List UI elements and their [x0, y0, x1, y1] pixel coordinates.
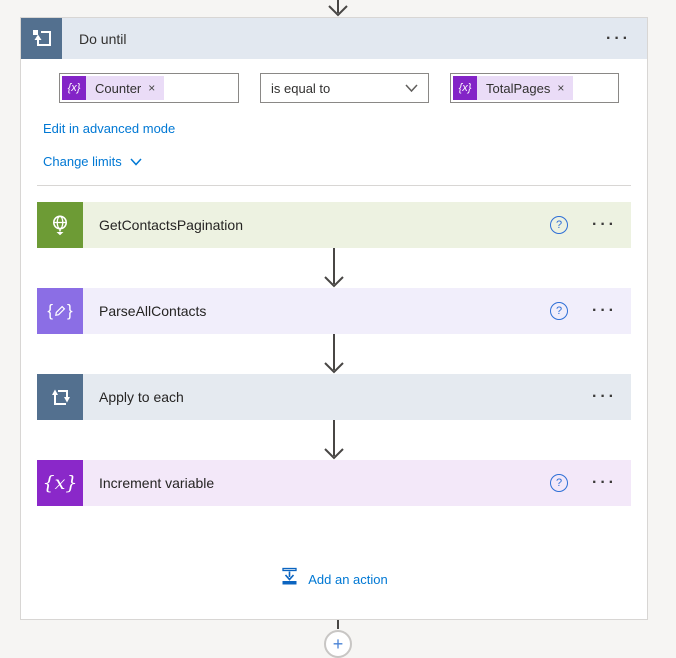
do-until-scope: Do until ··· {x} Counter × is equal to [20, 17, 648, 620]
token-remove-button[interactable]: × [148, 81, 155, 95]
action-card-increment-variable[interactable]: {x} Increment variable ? ··· [37, 460, 631, 506]
plus-icon: + [333, 634, 344, 655]
operator-select[interactable]: is equal to [260, 73, 429, 103]
scope-title: Do until [62, 18, 606, 59]
chevron-down-icon [130, 154, 142, 169]
totalpages-token: {x} TotalPages × [453, 76, 573, 100]
do-until-header[interactable]: Do until ··· [21, 18, 647, 59]
action-card-parseallcontacts[interactable]: { } ParseAllContacts ? ··· [37, 288, 631, 334]
connector-arrow [37, 420, 631, 460]
add-action-icon [280, 567, 299, 591]
incoming-connector-arrow [326, 0, 350, 17]
do-until-body: {x} Counter × is equal to [21, 59, 647, 590]
action-title: Apply to each [99, 389, 592, 405]
token-label: Counter [95, 81, 141, 96]
do-until-loop-icon [21, 18, 62, 59]
help-icon[interactable]: ? [550, 302, 568, 320]
change-limits-row: Change limits [43, 153, 631, 169]
operator-value: is equal to [271, 81, 405, 96]
ellipsis-menu[interactable]: ··· [592, 474, 617, 492]
token-label: TotalPages [486, 81, 550, 96]
add-an-action-button[interactable]: Add an action [37, 568, 631, 590]
connector-arrow [37, 334, 631, 374]
counter-token: {x} Counter × [62, 76, 164, 100]
action-title: ParseAllContacts [99, 303, 550, 319]
variable-fx-icon: {x} [37, 460, 83, 506]
help-icon[interactable]: ? [550, 216, 568, 234]
fx-token-icon: {x} [453, 76, 477, 100]
ellipsis-menu[interactable]: ··· [606, 18, 647, 59]
ellipsis-menu[interactable]: ··· [592, 216, 617, 234]
change-limits-link[interactable]: Change limits [43, 154, 122, 169]
ellipsis-menu[interactable]: ··· [592, 302, 617, 320]
action-card-apply-to-each[interactable]: Apply to each ··· [37, 374, 631, 420]
action-card-getcontactspagination[interactable]: GetContactsPagination ? ··· [37, 202, 631, 248]
condition-right-input[interactable]: {x} TotalPages × [450, 73, 619, 103]
fx-token-icon: {x} [62, 76, 86, 100]
insert-step-plus-button[interactable]: + [324, 630, 352, 658]
connector-line [337, 620, 339, 629]
action-title: Increment variable [99, 475, 550, 491]
token-remove-button[interactable]: × [557, 81, 564, 95]
action-title: GetContactsPagination [99, 217, 550, 233]
apply-to-each-icon [37, 374, 83, 420]
ellipsis-menu[interactable]: ··· [592, 388, 617, 406]
flow-designer-canvas: Do until ··· {x} Counter × is equal to [0, 0, 676, 643]
help-icon[interactable]: ? [550, 474, 568, 492]
connector-arrow [37, 248, 631, 288]
parse-json-icon: { } [37, 288, 83, 334]
condition-left-input[interactable]: {x} Counter × [59, 73, 239, 103]
chevron-down-icon [405, 81, 418, 96]
edit-advanced-mode-link[interactable]: Edit in advanced mode [43, 121, 175, 136]
http-globe-icon [37, 202, 83, 248]
condition-row: {x} Counter × is equal to [37, 59, 631, 103]
edit-advanced-row: Edit in advanced mode [43, 121, 631, 137]
section-divider [37, 185, 631, 186]
add-action-label: Add an action [308, 572, 388, 587]
